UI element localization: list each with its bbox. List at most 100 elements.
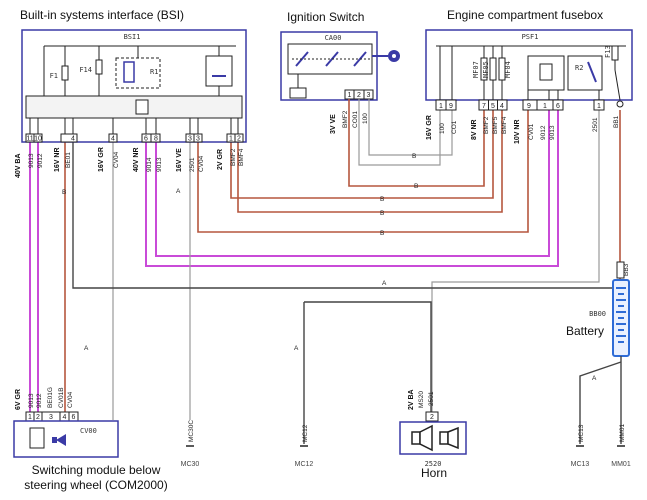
ground-mm01-wire: MM01 <box>619 424 626 442</box>
fusebox-pin-box <box>593 99 605 111</box>
module-pin-3: 3 <box>49 414 53 421</box>
relay-r1-coil <box>123 61 135 83</box>
bsi-wire-label: BMF2 <box>230 148 237 166</box>
fuse-f14-label: F14 <box>79 66 92 74</box>
wire-bmf5 <box>230 110 494 199</box>
wire-marker: A <box>382 280 387 287</box>
bsi-pin-6: 6 <box>144 136 148 143</box>
switching-module-caption: Switching module below steering wheel (C… <box>6 463 186 493</box>
wire-co01 <box>358 110 441 166</box>
magenta-wires <box>29 110 559 420</box>
ground-mc13: MC13 MC13 <box>571 424 590 468</box>
fuse-f1-label: F1 <box>50 72 58 80</box>
horn-wire-labels: 2V BA MS20 2501 <box>408 389 435 410</box>
bsi-connector-label: 16V GR <box>98 147 105 172</box>
horn-pin-2: 2 <box>430 414 434 421</box>
brown-wires <box>64 110 621 420</box>
bsi-title: Built-in systems interface (BSI) <box>20 8 185 22</box>
bsi-code: BSI1 <box>124 33 141 41</box>
fusebox-wire-label: 2501 <box>592 117 599 132</box>
fusebox: PSF1 MF07 MF05 MF04 R2 F13 <box>425 29 633 111</box>
fusebox-wire-label: CO1 <box>451 120 458 134</box>
bsi-connector-label: 40V BA <box>15 153 22 178</box>
ground-mc13-wire: MC13 <box>578 424 585 442</box>
fusebox-wire-label: 9013 <box>549 125 556 140</box>
horn-pin-box <box>425 411 439 422</box>
module-code: CV00 <box>80 427 97 435</box>
wire-marker: A <box>294 345 299 352</box>
fusebox-code: PSF1 <box>522 33 539 41</box>
bsi-internal-lines <box>29 46 239 134</box>
fusebox-pin-box <box>478 99 508 111</box>
fuse-mf04-label: MF04 <box>504 61 512 78</box>
fusebox-wire-label: BB1 <box>613 115 620 128</box>
horn-connector-label: 2V BA <box>408 389 415 410</box>
fusebox-pin-9a: 9 <box>449 103 453 110</box>
relay-r1-label: R1 <box>150 68 158 76</box>
wire-cv01 <box>197 110 529 233</box>
bsi-pin-3b: 3 <box>196 136 200 143</box>
fusebox-wire-label: BMF5 <box>492 116 499 134</box>
fuse-mf07-label: MF07 <box>472 61 480 78</box>
module-pin-6: 6 <box>72 414 76 421</box>
bsi-connector-label: 16V NR <box>54 147 61 172</box>
ground-mc30-wire: MC30C <box>188 420 195 442</box>
bsi-connector-label: 40V NR <box>133 147 140 172</box>
wire-mc12-top <box>304 301 432 420</box>
fusebox-wire-label: 9012 <box>540 125 547 140</box>
fusebox-wire-label: CV01 <box>528 123 535 140</box>
horn: 2 2520 <box>399 411 467 468</box>
ignition-wire-label: CO01 <box>352 111 359 128</box>
fusebox-pin-1a: 1 <box>439 103 443 110</box>
ground-mm01: MM01 MM01 <box>611 424 631 468</box>
module-wire-labels: 6V GR 9013 9012 BE01G CV01B CV04 <box>15 387 74 410</box>
ignition-title: Ignition Switch <box>287 10 365 24</box>
bsi-wire-label: 2501 <box>189 157 196 172</box>
fusebox-wire-label: BMF2 <box>483 116 490 134</box>
bsi-wire-label: BE01 <box>65 152 72 168</box>
bsi-connector-label: 2V GR <box>217 149 224 170</box>
module-chip <box>29 427 45 449</box>
fusebox-pin-1c: 1 <box>597 103 601 110</box>
fuse-mf05-label: MF05 <box>482 61 490 78</box>
bsi-wire-label: 9013 <box>156 157 163 172</box>
fuse-f1 <box>61 65 69 81</box>
ignition-pin-2: 2 <box>357 92 361 99</box>
fusebox-pin-6: 6 <box>556 103 560 110</box>
bsi-ground-block <box>205 55 233 87</box>
horn-caption: Horn <box>420 466 447 480</box>
bsi-pin-box <box>60 133 78 143</box>
fuse-mf05 <box>489 57 497 81</box>
ground-mc30-code: MC30 <box>181 461 200 468</box>
battery-code: BB00 <box>589 310 606 318</box>
wire-marker: A <box>592 375 597 382</box>
wire-markers: B B B B B B A A A A A <box>62 153 597 382</box>
bsi-pin-2: 2 <box>237 136 241 143</box>
module-pin-1: 1 <box>28 414 32 421</box>
module-pin-4: 4 <box>63 414 67 421</box>
bsi-pin-4a: 4 <box>71 136 75 143</box>
module-wire-label: 9012 <box>36 393 43 408</box>
bsi-pin-1: 1 <box>229 136 233 143</box>
ignition-code: CA00 <box>325 34 342 42</box>
ignition-connector-label: 3V VE <box>330 114 337 134</box>
horn-wire-label: 2501 <box>428 391 435 406</box>
ground-points: MC30C MC30 MC12 MC12 MC13 MC13 MM01 MM01 <box>181 420 631 468</box>
fusebox-connector-label: 10V NR <box>514 119 521 144</box>
fuse-f13-label: F13 <box>604 45 612 58</box>
battery: BB3 BB00 <box>589 261 630 362</box>
ground-mc30: MC30C MC30 <box>181 420 200 468</box>
wire-mc13 <box>579 361 622 444</box>
wire-marker: A <box>176 188 181 195</box>
ground-wires <box>72 142 622 444</box>
bsi-box: BSI1 F1 F14 R1 <box>21 29 247 143</box>
fusebox-connector-label: 16V GR <box>426 115 433 140</box>
wire-marker: B <box>62 189 66 196</box>
fusebox-bb1-terminal <box>616 100 624 108</box>
bsi-pin-3a: 3 <box>188 136 192 143</box>
wire-marker: A <box>84 345 89 352</box>
bsi-electronic-block <box>25 95 243 119</box>
fusebox-fuses: MF07 MF05 MF04 <box>472 57 512 81</box>
bsi-chip <box>135 99 149 115</box>
